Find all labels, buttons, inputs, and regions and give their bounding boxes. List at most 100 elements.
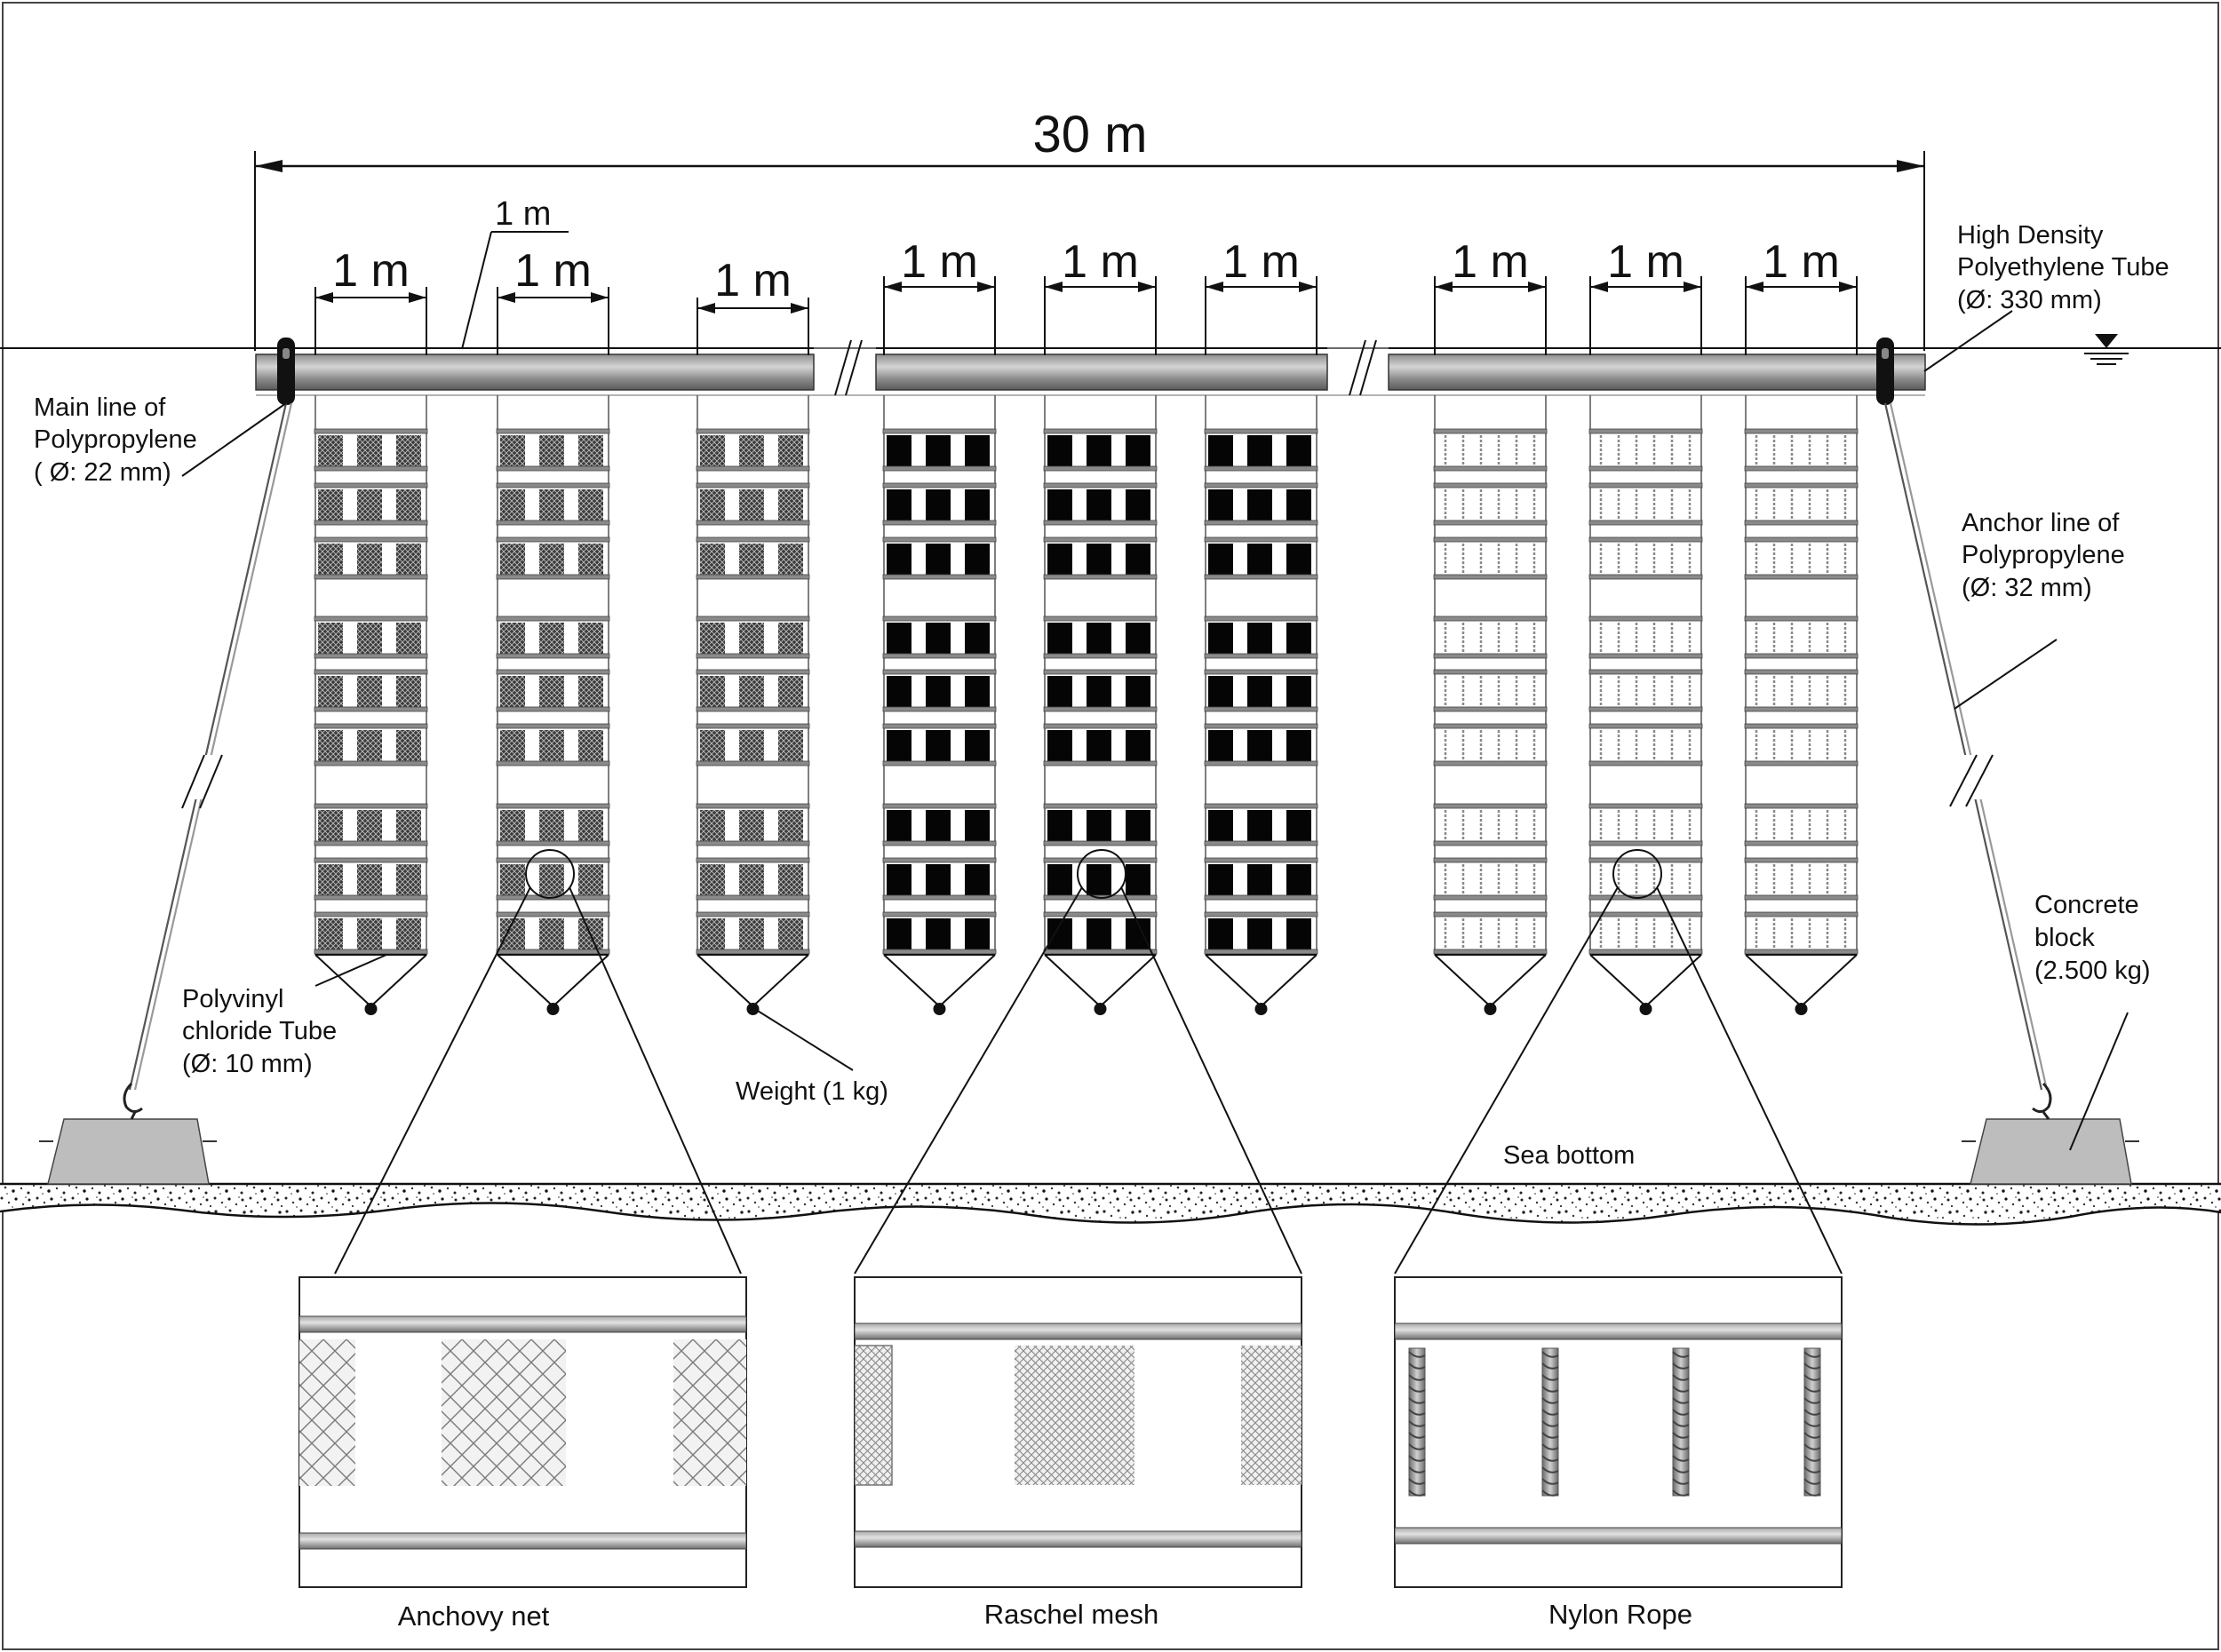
zoom-box-anchovy: [299, 1276, 747, 1588]
unit-width-label: 1 m: [1452, 236, 1529, 288]
collector-row: [882, 669, 997, 712]
weight-marker: [1094, 1003, 1107, 1015]
collector-row: [496, 857, 610, 901]
collector-row: [696, 536, 810, 580]
collector-row: [1433, 857, 1548, 901]
collector-row: [1043, 669, 1158, 712]
collector-row: [1433, 536, 1548, 580]
annotation-leaders: [181, 310, 2129, 1151]
collector-row: [1744, 857, 1859, 901]
weight-marker: [1639, 1003, 1652, 1015]
collector-row: [314, 803, 428, 846]
anchor-lines: [128, 402, 2049, 1091]
collector-row: [882, 911, 997, 955]
collector-row: [314, 482, 428, 526]
collector-row: [1433, 428, 1548, 472]
svg-text:(Ø: 330 mm): (Ø: 330 mm): [1957, 286, 2102, 314]
collector-row: [1588, 616, 1703, 659]
collector-row: [314, 536, 428, 580]
zoom-box-nylon: [1394, 1276, 1843, 1588]
collector-unit-anchovy: [696, 395, 810, 1015]
svg-text:( Ø: 22 mm): ( Ø: 22 mm): [34, 458, 171, 487]
total-length-label: 30 m: [1033, 106, 1148, 163]
collector-row: [496, 911, 610, 955]
collector-row: [496, 803, 610, 846]
svg-text:Anchor line of: Anchor line of: [1962, 509, 2120, 537]
collector-row: [1744, 616, 1859, 659]
collector-row: [1433, 482, 1548, 526]
svg-text:(Ø: 32 mm): (Ø: 32 mm): [1962, 574, 2092, 602]
unit-width-dimension: 1 m: [883, 236, 996, 355]
weight-marker: [933, 1003, 946, 1015]
collector-row: [696, 911, 810, 955]
nylon-rope-strand: [1541, 1347, 1559, 1497]
svg-text:chloride Tube: chloride Tube: [182, 1017, 337, 1045]
svg-text:Concrete: Concrete: [2034, 891, 2139, 919]
collector-row: [882, 482, 997, 526]
collector-row: [1744, 911, 1859, 955]
collector-row: [1744, 723, 1859, 766]
sea-bottom: [0, 1182, 2221, 1226]
collector-row: [496, 536, 610, 580]
collector-row: [696, 428, 810, 472]
collector-row: [1433, 803, 1548, 846]
unit-width-dimension: 1 m: [1434, 236, 1547, 355]
collector-unit-nylon: [1744, 395, 1859, 1015]
collector-unit-raschel: [1043, 395, 1158, 1015]
collector-row: [314, 669, 428, 712]
sea-bottom-label: Sea bottom: [1503, 1141, 1635, 1170]
water-level-icon: [2084, 334, 2129, 365]
collector-row: [496, 669, 610, 712]
collector-unit-anchovy: [496, 395, 610, 1015]
collector-row: [696, 723, 810, 766]
collector-row: [1204, 428, 1318, 472]
collector-row: [1204, 536, 1318, 580]
caption-raschel-mesh: Raschel mesh: [984, 1599, 1158, 1630]
collector-row: [1588, 428, 1703, 472]
svg-text:Main line of: Main line of: [34, 393, 166, 422]
collector-row: [1043, 482, 1158, 526]
magnifier-callouts: [334, 849, 1843, 1275]
collector-row: [1744, 536, 1859, 580]
collector-row: [1588, 482, 1703, 526]
collector-row: [1433, 723, 1548, 766]
unit-width-label: 1 m: [901, 236, 978, 288]
collector-row: [1433, 616, 1548, 659]
pvc-tube-label: Polyvinyl chloride Tube (Ø: 10 mm): [182, 985, 337, 1078]
collector-row: [1043, 723, 1158, 766]
weight-marker: [1484, 1003, 1497, 1015]
svg-text:Polyvinyl: Polyvinyl: [182, 985, 283, 1013]
collector-row: [496, 482, 610, 526]
collector-row: [696, 669, 810, 712]
weight-marker: [546, 1003, 560, 1015]
collector-row: [1433, 911, 1548, 955]
unit-width-dimension: 1 m: [1205, 236, 1317, 355]
caption-anchovy-net: Anchovy net: [398, 1600, 550, 1632]
caption-nylon-rope: Nylon Rope: [1548, 1599, 1692, 1630]
unit-width-label: 1 m: [1062, 236, 1139, 288]
collector-row: [314, 723, 428, 766]
collector-row: [882, 616, 997, 659]
concrete-block-right: [1962, 1082, 2139, 1185]
collector-row: [696, 616, 810, 659]
unit-width-label: 1 m: [1607, 236, 1684, 288]
unit-width-label: 1 m: [714, 255, 792, 306]
unit-width-dimension: 1 m: [697, 255, 809, 355]
collector-unit-raschel: [882, 395, 997, 1015]
collector-unit-anchovy: [314, 395, 428, 1015]
collector-row: [1204, 857, 1318, 901]
unit-width-dimension: 1 m: [1745, 236, 1858, 355]
collector-row: [1588, 669, 1703, 712]
collector-row: [1588, 723, 1703, 766]
collector-row: [882, 803, 997, 846]
collector-unit-nylon: [1433, 395, 1548, 1015]
collector-row: [314, 616, 428, 659]
svg-text:High Density: High Density: [1957, 221, 2104, 250]
collector-row: [1043, 428, 1158, 472]
collector-row: [1204, 669, 1318, 712]
unit-width-dimension: 1 m: [1589, 236, 1702, 355]
